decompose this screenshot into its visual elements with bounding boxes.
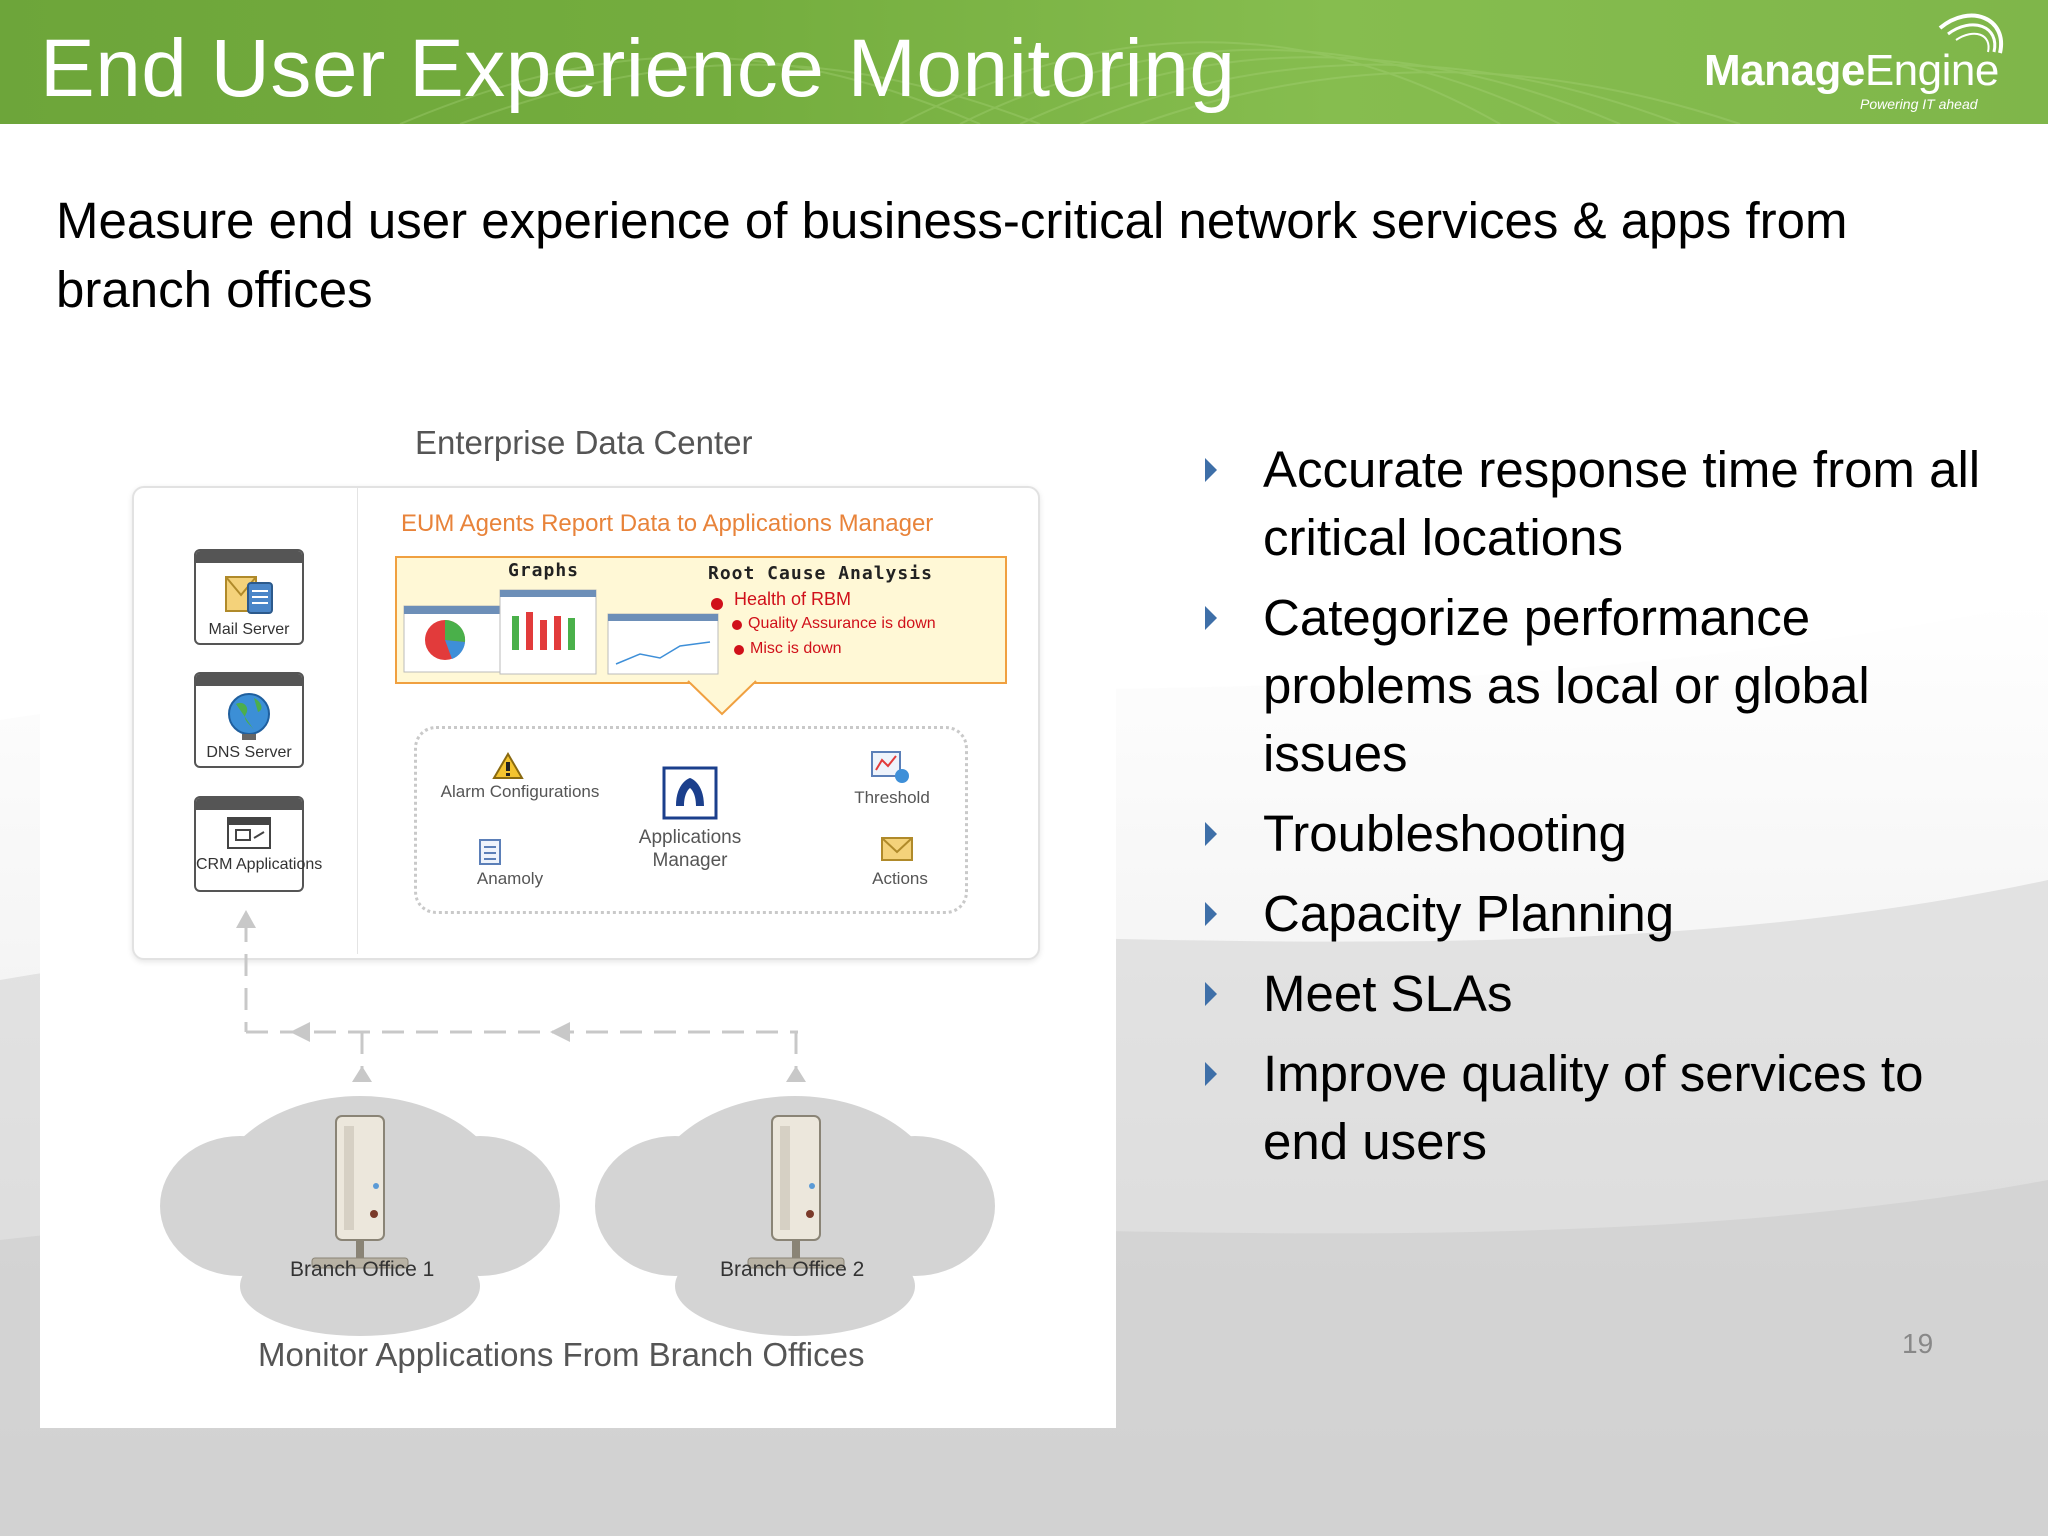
branch-office-1-label: Branch Office 1 [290,1258,435,1281]
bullet-item: Troubleshooting [1205,800,2005,868]
bullet-list: Accurate response time from all critical… [1205,436,2005,1188]
rca-item-health: Health of RBM [734,589,852,609]
bullet-arrow-icon [1205,982,1217,1006]
dns-server-label: DNS Server [206,744,292,761]
graphs-label: Graphs [508,560,580,581]
crm-applications: CRM Applications [194,796,323,892]
actions-label: Actions [872,869,928,888]
logo-swoosh-icon [1938,13,2004,54]
branch-server-2-icon [747,1115,845,1269]
bullet-arrow-icon [1205,458,1217,482]
rca-item-misc: Misc is down [750,640,842,657]
slide-title: End User Experience Monitoring [40,23,1236,114]
dns-server: DNS Server [194,672,304,768]
mail-server-icon [225,576,273,614]
branch-cloud-1 [160,1096,560,1336]
manageengine-logo: ManageEngine Powering IT ahead [1700,8,2020,118]
diagram-caption: Monitor Applications From Branch Offices [258,1336,865,1373]
title-bar: End User Experience Monitoring ManageEng… [0,0,2048,124]
bullet-arrow-icon [1205,606,1217,630]
logo-wordmark: ManageEngine [1704,46,1999,95]
branch-cloud-2 [595,1096,995,1336]
architecture-diagram: Enterprise Data Center Mail Server DNS S… [40,406,1116,1428]
slide-subtitle: Measure end user experience of business-… [56,192,1848,318]
bullet-item: Meet SLAs [1205,960,2005,1028]
applications-manager-label: Applications Manager [638,827,742,871]
crm-label: CRM Applications [196,856,323,873]
threshold-label: Threshold [854,788,930,807]
header-pattern [399,41,1741,124]
crm-window-icon [227,817,271,849]
bullet-item: Categorize performance problems as local… [1205,584,2005,788]
rca-item-qa: Quality Assurance is down [748,615,936,632]
bullet-item: Capacity Planning [1205,880,2005,948]
logo-tagline: Powering IT ahead [1860,96,1978,112]
data-center-title: Enterprise Data Center [415,424,753,461]
mail-server: Mail Server [194,549,304,645]
bullet-item: Improve quality of services to end users [1205,1040,2005,1176]
root-cause-label: Root Cause Analysis [708,563,933,584]
alarm-configurations-label: Alarm Configurations [440,782,600,801]
bullet-arrow-icon [1205,822,1217,846]
mail-server-label: Mail Server [208,621,290,638]
anomaly-label: Anamoly [476,869,544,888]
eum-title: EUM Agents Report Data to Applications M… [401,510,934,537]
branch-office-2-label: Branch Office 2 [720,1258,865,1281]
bullet-arrow-icon [1205,902,1217,926]
globe-icon [228,693,270,740]
bullet-item: Accurate response time from all critical… [1205,436,2005,572]
branch-server-1-icon [311,1115,409,1269]
page-number: 19 [1902,1328,1934,1359]
apps-manager-module-box [414,726,968,914]
panel-divider [357,488,358,954]
bullet-arrow-icon [1205,1062,1217,1086]
